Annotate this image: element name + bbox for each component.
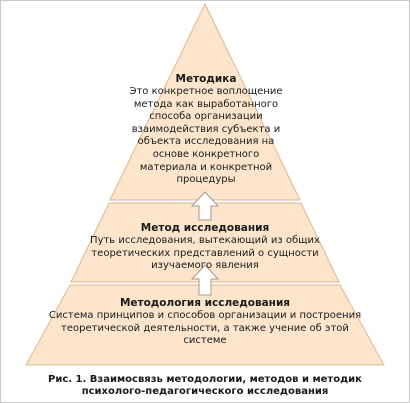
- level-bottom-title: Методология исследования: [119, 297, 291, 309]
- up-arrow-icon: [190, 191, 220, 221]
- level-middle-title: Метод исследования: [140, 222, 270, 234]
- figure-caption: Рис. 1. Взаимосвязь методологии, методов…: [10, 374, 400, 397]
- figure-caption-line-2: психолого-педагогического исследования: [81, 385, 329, 397]
- level-top-title: Методика: [175, 73, 237, 85]
- level-top-description: Это конкретное воплощение метода как выр…: [129, 86, 283, 186]
- up-arrow-icon: [190, 264, 220, 296]
- pyramid-tier-bottom: [25, 284, 385, 366]
- level-middle-description: Путь исследования, вытекающий из общих т…: [90, 235, 320, 272]
- figure-caption-line-1: Рис. 1. Взаимосвязь методологии, методов…: [48, 374, 362, 385]
- pyramid-tier-middle: [70, 202, 340, 283]
- level-bottom-description: Система принципов и способов организации…: [48, 310, 362, 347]
